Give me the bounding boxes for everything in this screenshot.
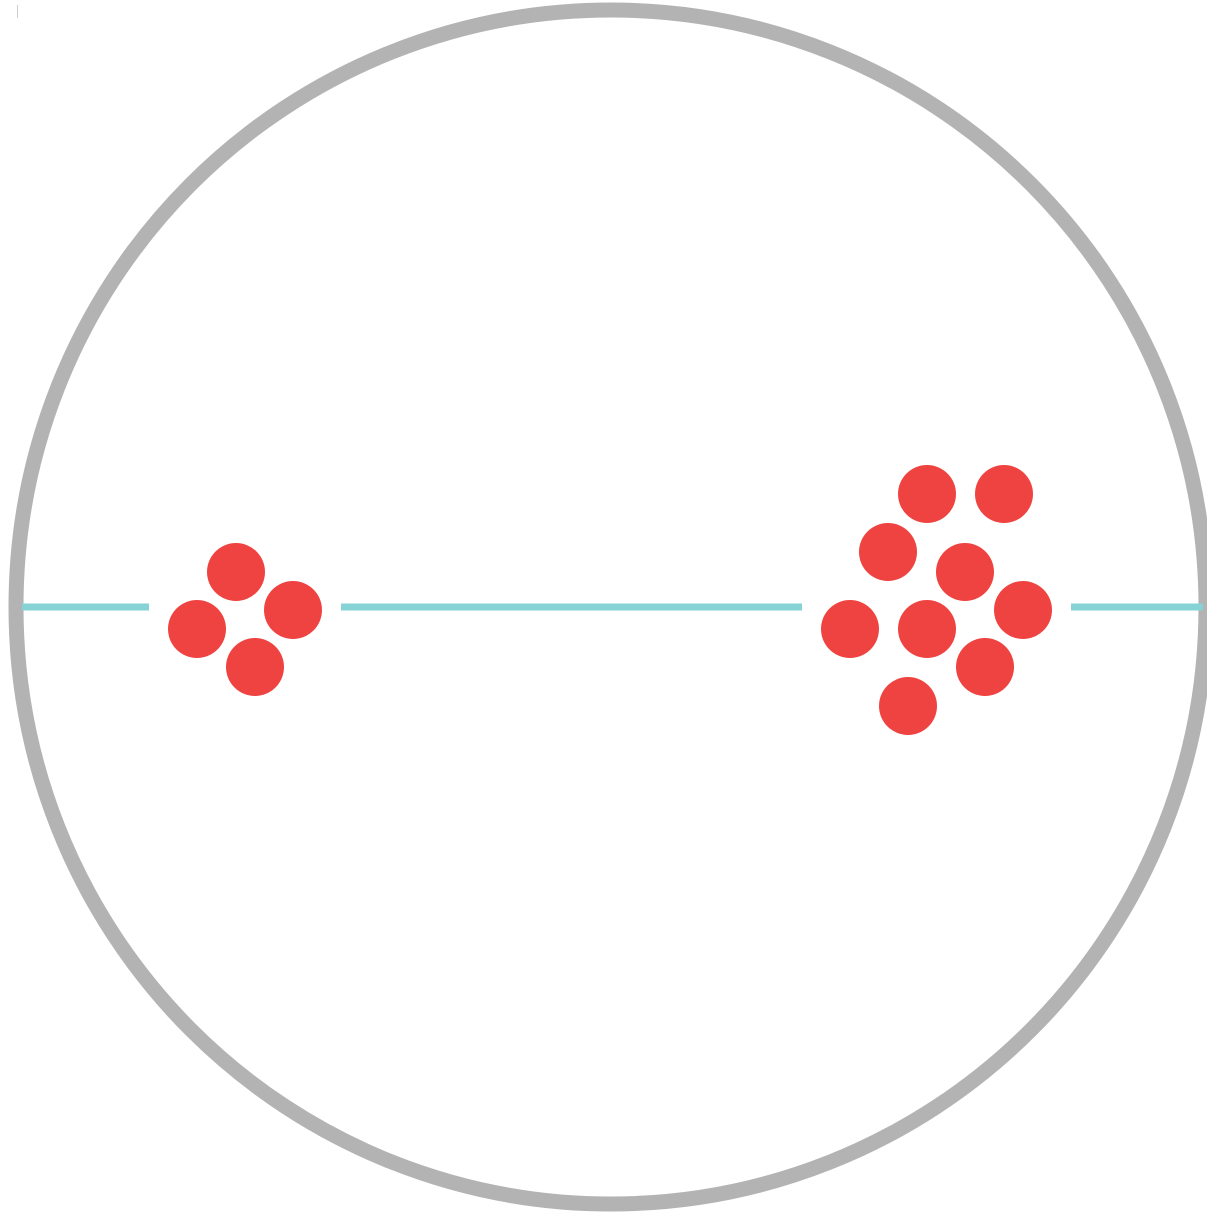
right-cluster xyxy=(821,465,1052,735)
dot xyxy=(168,600,226,658)
dot xyxy=(207,543,265,601)
dot xyxy=(956,638,1014,696)
dot xyxy=(821,600,879,658)
dot xyxy=(975,465,1033,523)
dot xyxy=(994,581,1052,639)
dot xyxy=(898,600,956,658)
dot xyxy=(936,543,994,601)
dot xyxy=(264,581,322,639)
dot xyxy=(879,677,937,735)
dot xyxy=(898,465,956,523)
dot xyxy=(859,523,917,581)
left-cluster xyxy=(168,543,322,696)
dot xyxy=(226,638,284,696)
